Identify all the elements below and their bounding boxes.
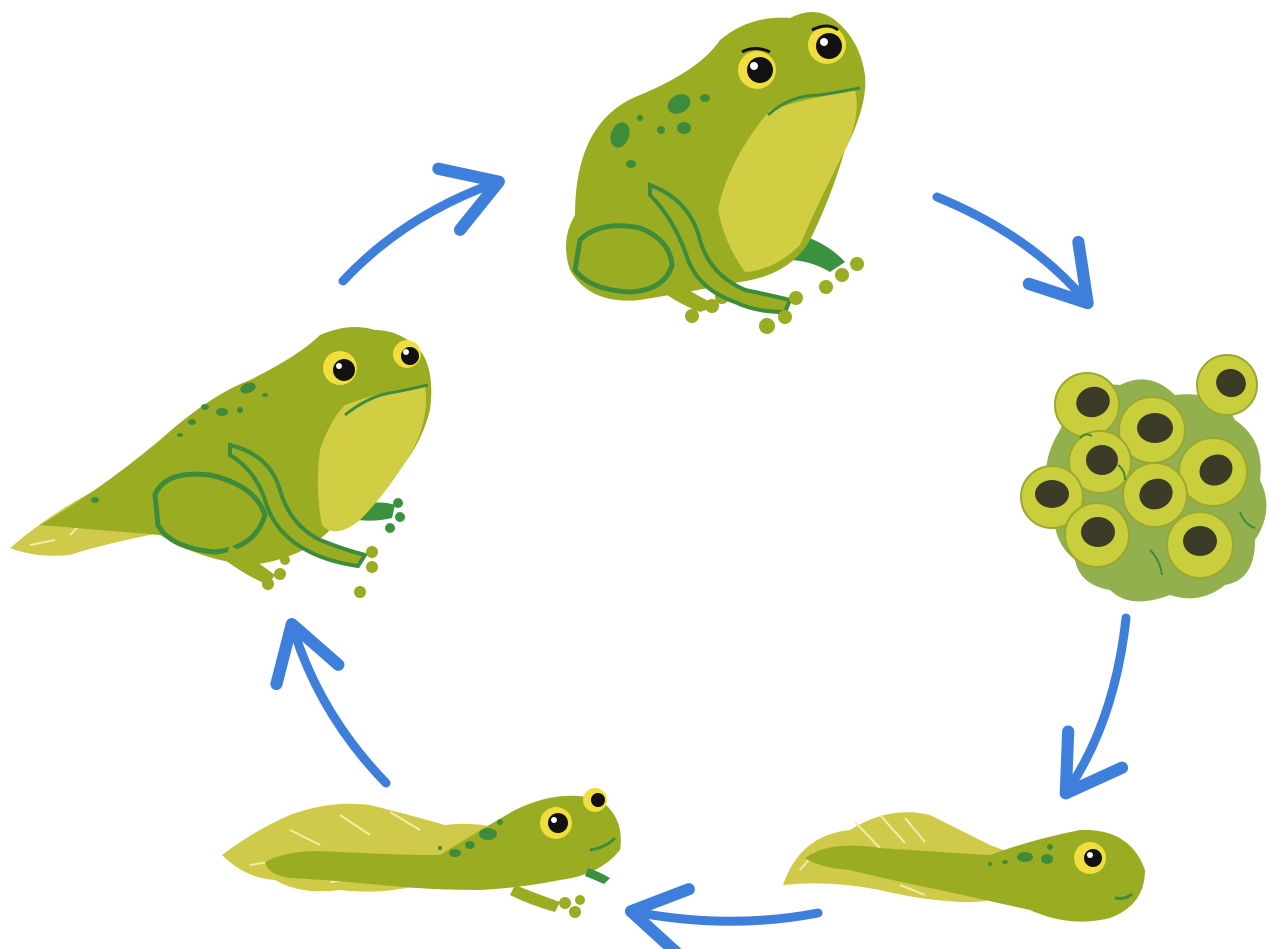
arrow-tadpole-to-legged-tadpole [635, 912, 818, 921]
arrow-froglet-to-adult [343, 183, 495, 281]
legged-tadpole-eye [540, 807, 572, 839]
legged-tadpole-far-leg [585, 868, 610, 884]
tadpole-icon [783, 812, 1145, 921]
legged-tadpole-eye [583, 788, 607, 812]
froglet-eye [323, 351, 357, 385]
arrow-adult-to-eggs [937, 197, 1085, 300]
froglet-icon [10, 327, 431, 598]
froglet-eye [393, 340, 421, 368]
adult-frog-thigh [575, 226, 672, 292]
frog-eggs-icon [1021, 355, 1266, 601]
arrow-eggs-to-tadpole [1068, 618, 1126, 790]
tadpole-eye [1074, 842, 1106, 874]
adult-frog-icon [566, 12, 865, 334]
cycle-arrows [293, 183, 1126, 921]
legged-tadpole-leg [510, 885, 560, 912]
adult-frog-eye [808, 26, 846, 64]
tadpole-with-legs-icon [222, 788, 621, 918]
arrow-legged-tadpole-to-froglet [293, 628, 386, 783]
